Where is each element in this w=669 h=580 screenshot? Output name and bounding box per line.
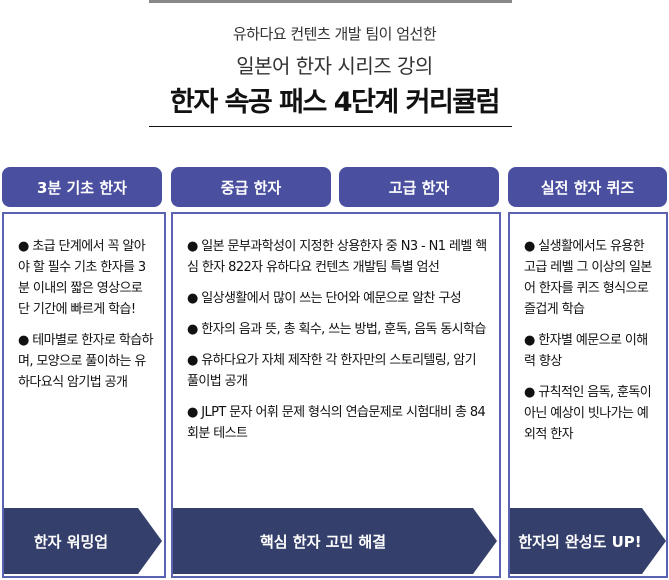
tab-advanced[interactable]: 고급 한자 (339, 167, 499, 207)
stage-box-intermediate: 일본 문부과학성이 지정한 상용한자 중 N3 - N1 레벨 핵심 한자 82… (171, 212, 501, 578)
page-title: 한자 속공 패스 4단계 커리큘럼 (170, 87, 500, 118)
list-item: 초급 단계에서 꼭 알아야 할 필수 기초 한자를 3분 이내의 짧은 영상으로… (18, 236, 154, 320)
band-label: 한자 워밍업 (33, 532, 109, 551)
stage-band: 한자의 완성도 UP! (510, 508, 666, 574)
tab-basic[interactable]: 3분 기초 한자 (2, 167, 162, 207)
list-item: 한자별 예문으로 이해력 향상 (524, 330, 656, 372)
list-item: 실생활에서도 유용한 고급 레벨 그 이상의 일본어 한자를 퀴즈 형식으로 즐… (524, 236, 656, 320)
tab-intermediate[interactable]: 중급 한자 (171, 167, 331, 207)
list-item: 규칙적인 음독, 훈독이 아닌 예상이 빗나가는 예외적 한자 (524, 382, 656, 445)
list-item: 테마별로 한자로 학습하며, 모양으로 풀이하는 유하다요식 암기법 공개 (18, 330, 154, 393)
list-item: 한자의 음과 뜻, 총 획수, 쓰는 방법, 훈독, 음독 동시학습 (187, 319, 489, 340)
list-item: 유하다요가 자체 제작한 각 한자만의 스토리텔링, 암기 풀이법 공개 (187, 350, 489, 392)
header-series: 일본어 한자 시리즈 강의 (236, 54, 433, 78)
band-label: 한자의 완성도 UP! (518, 532, 642, 551)
list-item: 일본 문부과학성이 지정한 상용한자 중 N3 - N1 레벨 핵심 한자 82… (187, 236, 489, 278)
header-subtitle: 유하다요 컨텐츠 개발 팀이 엄선한 (232, 25, 437, 43)
top-divider (149, 0, 512, 3)
stage-box-basic: 초급 단계에서 꼭 알아야 할 필수 기초 한자를 3분 이내의 짧은 영상으로… (2, 212, 166, 578)
list-item: 일상생활에서 많이 쓰는 단어와 예문으로 알찬 구성 (187, 288, 489, 309)
stage-band: 핵심 한자 고민 해결 (173, 508, 499, 574)
stage-box-quiz: 실생활에서도 유용한 고급 레벨 그 이상의 일본어 한자를 퀴즈 형식으로 즐… (508, 212, 668, 578)
title-divider (149, 126, 512, 127)
tab-quiz[interactable]: 실전 한자 퀴즈 (508, 167, 667, 207)
band-label: 핵심 한자 고민 해결 (259, 532, 387, 551)
stage-band: 한자 워밍업 (4, 508, 164, 574)
list-item: JLPT 문자 어휘 문제 형식의 연습문제로 시험대비 총 84회분 테스트 (187, 402, 489, 444)
